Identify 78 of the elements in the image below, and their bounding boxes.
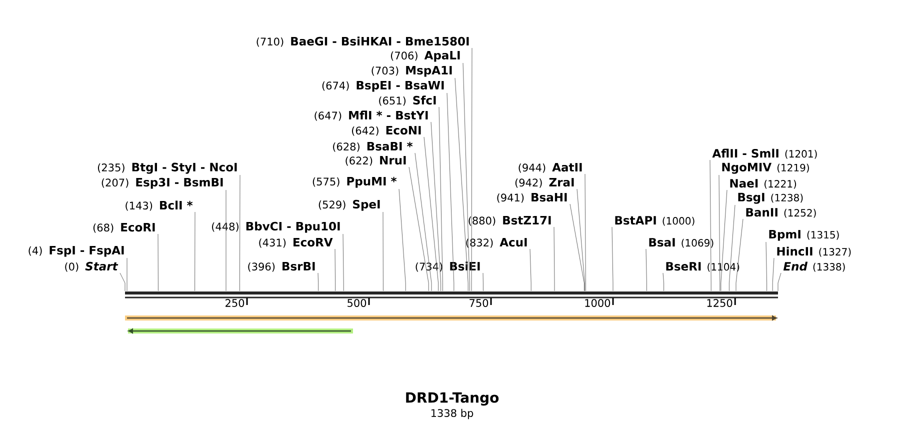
leader-line — [462, 62, 470, 292]
leader-line — [576, 188, 585, 292]
site-label: (529) SpeI — [318, 200, 380, 211]
site-label: (674) BspEI - BsaWI — [322, 81, 444, 92]
site-label: BanII (1252) — [746, 208, 816, 218]
site-label: (703) MspA1I — [372, 66, 452, 77]
leader-line — [612, 226, 614, 292]
leader-line — [120, 272, 126, 292]
leader-line — [720, 190, 728, 292]
leader-line — [430, 122, 442, 292]
tick-label: 500 — [348, 299, 366, 307]
leader-line — [194, 212, 196, 292]
leader-line — [471, 48, 472, 292]
site-label: (575) PpuMI * — [312, 176, 397, 188]
site-label: (0) Start — [65, 262, 118, 272]
leader-line — [342, 234, 344, 292]
site-label: (448) BbvCI - Bpu10I — [212, 222, 340, 233]
leader-line — [382, 212, 384, 292]
leader-line — [662, 272, 664, 292]
tick-label: 1250 — [707, 299, 732, 307]
site-label: (143) BclI * — [126, 200, 193, 211]
leader-line — [239, 174, 240, 292]
leader-line — [408, 166, 429, 292]
site-label: (832) AcuI — [466, 238, 527, 248]
tick-label: 750 — [470, 299, 488, 307]
leader-line — [772, 258, 774, 292]
leader-line — [710, 160, 712, 292]
site-label: BstAPI (1000) — [615, 216, 694, 226]
leader-line — [454, 78, 468, 292]
leader-line — [530, 248, 532, 292]
site-label: BsgI (1238) — [738, 192, 803, 204]
leader-line — [126, 258, 128, 292]
site-label: NaeI (1221) — [730, 179, 796, 189]
site-label: End (1338) — [783, 262, 845, 272]
caption: 1338 bp — [431, 408, 474, 420]
leader-line — [554, 226, 555, 292]
site-label: (628) BsaBI * — [333, 142, 413, 152]
site-label: (944) AatII — [518, 163, 582, 173]
site-label: (622) NruI — [346, 156, 406, 166]
site-label: (941) BsaHI — [497, 193, 567, 203]
leader-line — [778, 272, 782, 292]
site-label: (710) BaeGI - BsiHKAI - Bme1580I — [256, 36, 469, 47]
site-label: (880) BstZ17I — [468, 216, 551, 226]
site-label: (68) EcoRI — [93, 223, 155, 233]
site-label: (942) ZraI — [515, 178, 574, 188]
site-label: (647) MflI * - BstYI — [314, 110, 428, 121]
leader-line — [646, 248, 647, 292]
leader-line — [318, 272, 319, 292]
leader-line — [398, 188, 406, 292]
leader-line — [584, 174, 586, 292]
leader-line — [728, 204, 736, 292]
title: DRD1-Tango — [406, 392, 499, 406]
site-label: (207) Esp3I - BsmBI — [102, 178, 223, 189]
leader-line — [414, 152, 432, 292]
site-label: (734) BsiEI — [416, 262, 480, 272]
sequence-map — [125, 292, 778, 298]
leader-line — [438, 106, 443, 292]
tick-label: 1000 — [585, 299, 610, 307]
site-label: AflII - SmlI (1201) — [712, 148, 817, 159]
site-label: (706) ApaLI — [390, 51, 460, 62]
site-label: (4) FspI - FspAI — [28, 246, 124, 257]
tick-label: 250 — [226, 299, 244, 307]
site-label: BpmI (1315) — [769, 230, 839, 241]
site-label: NgoMIV (1219) — [722, 162, 809, 174]
leader-line — [718, 174, 720, 292]
leader-line — [482, 272, 484, 292]
leader-line — [424, 136, 439, 292]
site-label: (651) SfcI — [379, 96, 436, 106]
leader-line — [446, 92, 454, 292]
site-label: (235) BtgI - StyI - NcoI — [98, 162, 237, 174]
leader-line — [334, 248, 336, 292]
leader-line — [570, 204, 584, 292]
site-label: (642) EcoNI — [352, 126, 421, 136]
site-label: HincII (1327) — [777, 246, 851, 257]
leader-line — [766, 242, 768, 292]
site-label: (396) BsrBI — [248, 262, 315, 272]
site-label: (431) EcoRV — [259, 238, 333, 248]
leader-line — [736, 218, 744, 292]
